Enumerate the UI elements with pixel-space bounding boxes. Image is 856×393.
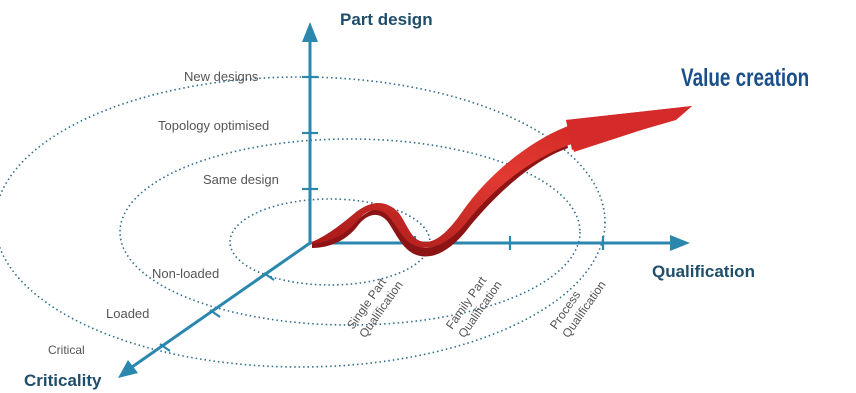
tick-label-new-designs: New designs — [184, 69, 259, 84]
tick-label-family-part: Family Part Qualification — [443, 273, 505, 340]
arrow-head — [566, 106, 692, 150]
part-design-arrowhead — [302, 22, 318, 42]
axes — [131, 40, 672, 369]
ring-outer — [0, 76, 606, 368]
tick-label-critical: Critical — [48, 343, 85, 357]
tick-label-topology-optimised: Topology optimised — [158, 118, 269, 133]
value-creation-arrow — [312, 106, 692, 257]
criticality-axis-title: Criticality — [24, 371, 102, 390]
tick-non-loaded — [263, 272, 275, 281]
part-design-axis-title: Part design — [340, 10, 433, 29]
tick-label-process: Process Qualification — [547, 278, 609, 340]
criticality-axis — [131, 241, 311, 369]
tick-label-non-loaded: Non-loaded — [152, 266, 219, 281]
value-creation-title: Value creation — [681, 63, 809, 91]
criticality-arrowhead — [118, 360, 138, 378]
tick-label-loaded: Loaded — [106, 306, 149, 321]
tick-marks — [159, 75, 605, 352]
tick-label-single-part: Single Part Qualification — [344, 275, 406, 340]
tick-label-same-design: Same design — [203, 172, 279, 187]
ring-middle — [119, 138, 581, 326]
tick-critical — [159, 343, 171, 352]
qualification-axis-title: Qualification — [652, 262, 755, 281]
qualification-arrowhead — [670, 235, 690, 251]
axis-arrowheads — [118, 22, 690, 378]
dotted-rings — [0, 76, 606, 368]
tick-loaded — [209, 309, 221, 318]
